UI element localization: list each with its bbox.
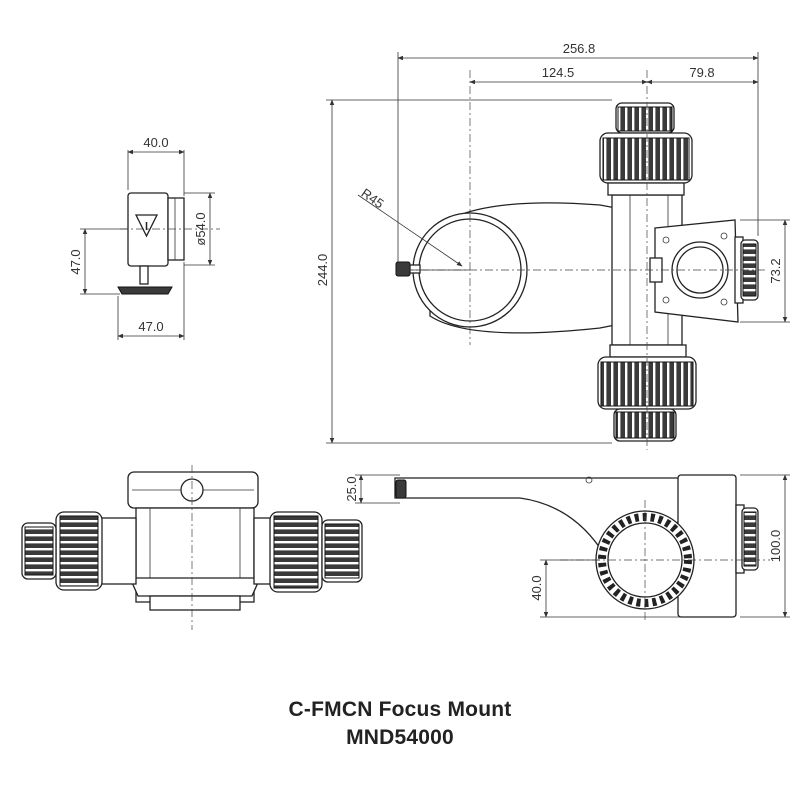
dim-overall-height: 244.0 — [315, 254, 330, 287]
dim-clamp-offset: 40.0 — [529, 575, 544, 600]
dim-radius: R45 — [359, 185, 387, 211]
front-view — [21, 465, 363, 630]
product-title: C-FMCN Focus Mount — [288, 698, 512, 721]
dim-center-to-arm: 124.5 — [542, 65, 575, 80]
dim-arm-to-clamp: 79.8 — [689, 65, 714, 80]
dim-clamp-height: 73.2 — [768, 258, 783, 283]
side-view: 40.0 ø54.0 47.0 47.0 — [68, 135, 220, 340]
dim-diameter: ø54.0 — [193, 212, 208, 245]
top-view: R45 256.8 124.5 79.8 244.0 73.2 — [315, 41, 790, 450]
side-elevation: 25.0 100.0 40.0 — [344, 474, 790, 620]
dim-side-base: 47.0 — [138, 319, 163, 334]
dim-clamp-total: 100.0 — [768, 530, 783, 563]
dim-arm-thickness: 25.0 — [344, 476, 359, 501]
dim-overall-width: 256.8 — [563, 41, 596, 56]
product-code: MND54000 — [346, 726, 454, 749]
dim-side-depth: 40.0 — [143, 135, 168, 150]
dim-side-height: 47.0 — [68, 249, 83, 274]
